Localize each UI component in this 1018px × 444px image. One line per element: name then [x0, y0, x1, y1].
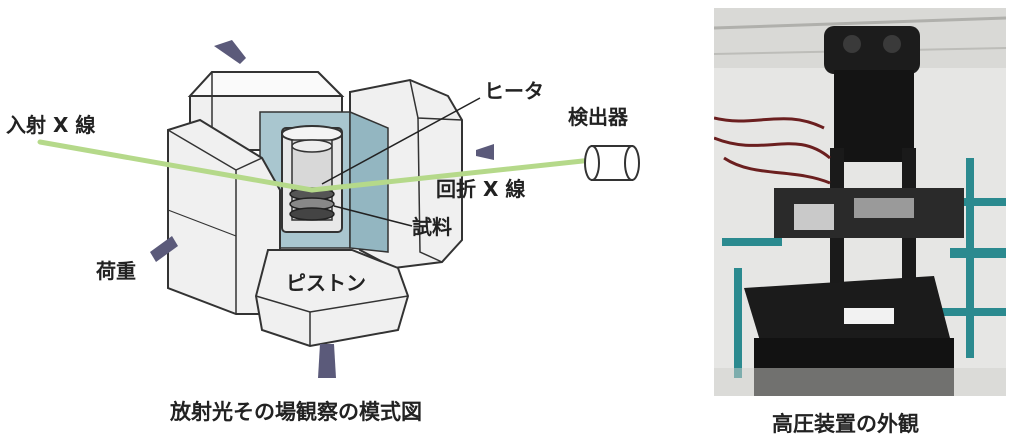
arrow-icon	[214, 40, 246, 64]
label-detector: 検出器	[568, 105, 629, 129]
load-arrows	[150, 40, 494, 378]
label-piston: ピストン	[286, 271, 366, 295]
schematic-diagram: 入射 X 線 ヒータ 検出器 回折 X 線 試料 荷重 ピストン	[6, 40, 640, 378]
detector	[584, 145, 640, 181]
cables	[714, 116, 831, 185]
leader-lines	[321, 97, 481, 227]
label-incident-xray: 入射 X 線	[6, 113, 95, 137]
teal-frames	[722, 158, 1006, 378]
photo-caption: 高圧装置の外観	[772, 412, 919, 436]
label-sample: 試料	[412, 215, 452, 239]
xray-beam	[37, 139, 595, 193]
label-heater: ヒータ	[484, 79, 544, 103]
label-diffracted-xray: 回折 X 線	[436, 177, 525, 201]
sample	[289, 187, 335, 221]
label-load: 荷重	[96, 259, 136, 283]
arrow-icon	[318, 344, 336, 378]
arrow-icon	[150, 236, 178, 262]
apparatus-photo	[714, 8, 1006, 396]
arrow-icon	[476, 144, 494, 160]
piston-block	[254, 249, 410, 348]
schematic-caption: 放射光その場観察の模式図	[170, 400, 422, 424]
press-cylinder	[824, 26, 920, 162]
